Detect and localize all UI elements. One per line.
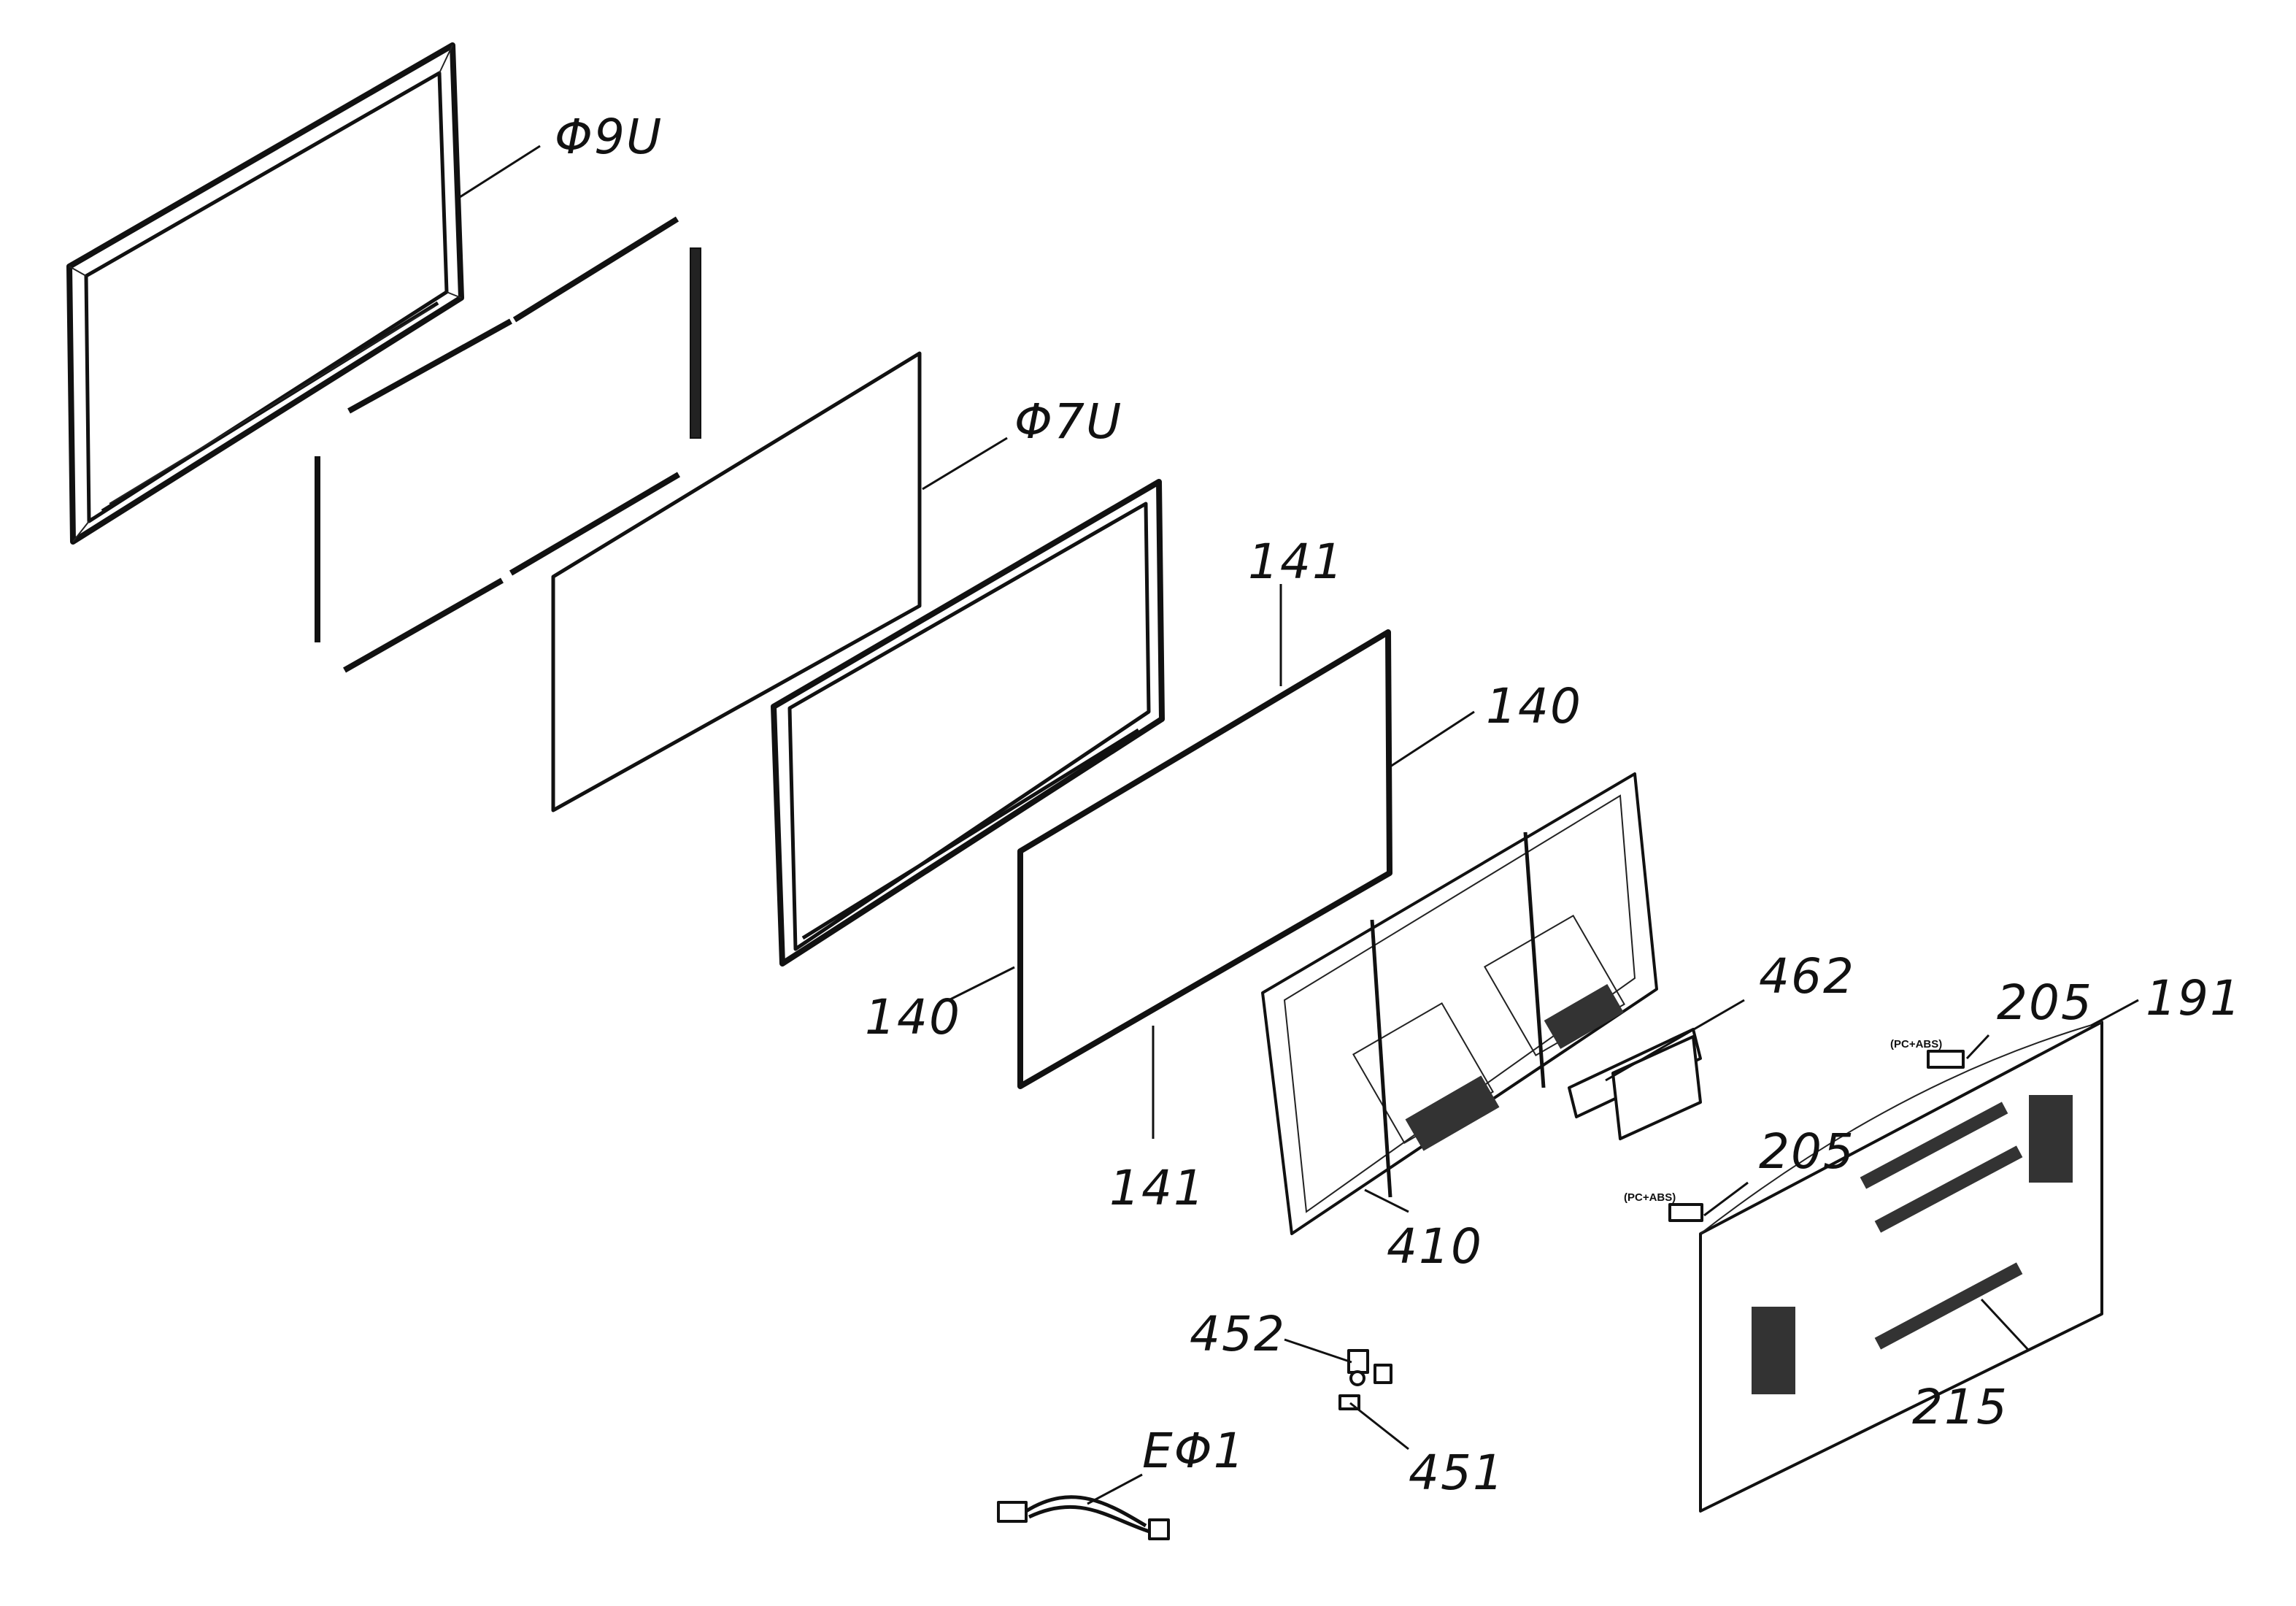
label-205-left: 205 (1759, 1123, 1855, 1180)
label-451: 451 (1409, 1445, 1505, 1501)
label-bezel: Φ9U (555, 109, 663, 165)
material-note-left: (PC+ABS) (1624, 1191, 1676, 1204)
label-410: 410 (1387, 1218, 1483, 1275)
label-141-top: 141 (1248, 534, 1344, 590)
optical-sheet (1017, 629, 1392, 1089)
main-chassis (1261, 772, 1658, 1235)
bracket-462 (1568, 1028, 1702, 1140)
back-cover (1699, 1021, 2103, 1513)
label-140-left: 140 (865, 989, 961, 1045)
front-bezel (66, 42, 464, 545)
leader-lines (459, 145, 2139, 1505)
label-191: 191 (2146, 970, 2242, 1026)
power-cord (997, 1495, 1170, 1540)
panel-glass (551, 351, 922, 812)
material-note-top: (PC+ABS) (1890, 1038, 1942, 1050)
cover-205-left (1668, 1203, 1703, 1222)
label-215: 215 (1912, 1379, 2008, 1435)
mounting-strips (315, 216, 701, 673)
lcd-frame (771, 479, 1165, 967)
callout-labels: Φ9U Φ7U 141 140 140 141 462 410 205 205 … (555, 109, 2242, 1501)
label-panel-glass: Φ7U (1014, 393, 1122, 450)
label-power-cord: EΦ1 (1142, 1423, 1246, 1479)
small-parts (1338, 1349, 1392, 1410)
label-141-bottom: 141 (1109, 1160, 1206, 1216)
label-452: 452 (1190, 1306, 1286, 1362)
label-462: 462 (1759, 948, 1855, 1004)
cover-205-top (1927, 1050, 1965, 1069)
label-140-right: 140 (1486, 678, 1582, 734)
label-205-top: 205 (1997, 975, 2093, 1031)
